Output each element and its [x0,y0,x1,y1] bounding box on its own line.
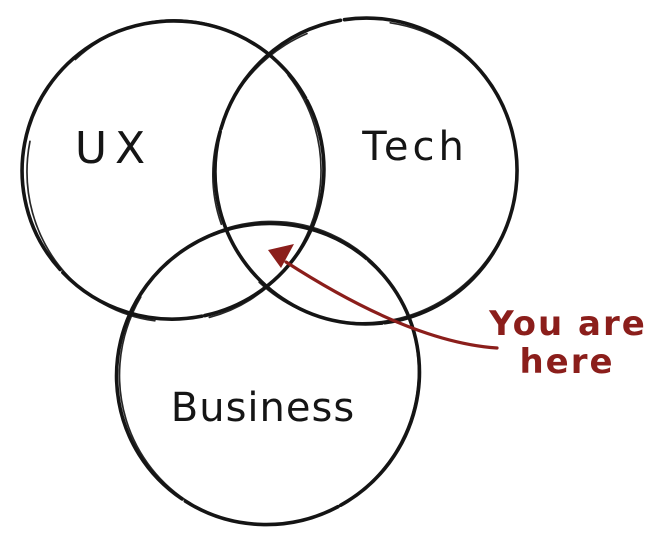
you-are-here-label-line2: here [519,342,614,382]
arrow-head-icon [268,244,294,268]
you-are-here-label-line1: You are [488,304,647,344]
business-circle [114,220,422,527]
business-label: Business [171,385,355,431]
tech-circle-outline [213,16,519,326]
ux-circle [20,19,326,323]
you-are-here-label: You are here [488,304,647,382]
business-circle-sketch-stroke [118,220,420,526]
ux-circle-outline [20,19,326,321]
tech-circle [211,16,519,326]
you-are-here-arrow [268,244,499,350]
ux-label: UX [75,123,153,174]
tech-circle-sketch-stroke [211,20,519,324]
tech-label: Tech [361,124,468,170]
arrow-line [284,260,499,350]
ux-circle-sketch-stroke [26,19,322,323]
